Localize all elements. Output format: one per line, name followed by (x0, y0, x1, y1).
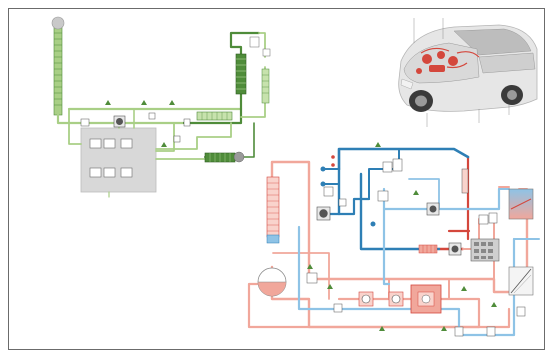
car-icon (387, 18, 537, 127)
heat-exchanger-dark (205, 152, 244, 162)
heat-exchanger-icon (236, 54, 246, 94)
diagram-frame (8, 8, 545, 350)
heat-exchanger-horizontal (197, 112, 232, 120)
diagram-svg (9, 9, 546, 351)
chiller-block (471, 239, 499, 261)
heater-box (411, 285, 441, 313)
green-circuit (52, 17, 270, 197)
compressor-icon (114, 116, 125, 127)
green-column-left (52, 17, 64, 115)
compressor-icon (317, 207, 330, 220)
heat-exchanger-box (509, 189, 533, 295)
fan-icon (52, 17, 64, 29)
control-panel (81, 128, 156, 192)
heat-exchanger-light (262, 69, 269, 103)
reservoir-icon (258, 268, 286, 296)
heat-exchanger-icon (267, 177, 279, 243)
